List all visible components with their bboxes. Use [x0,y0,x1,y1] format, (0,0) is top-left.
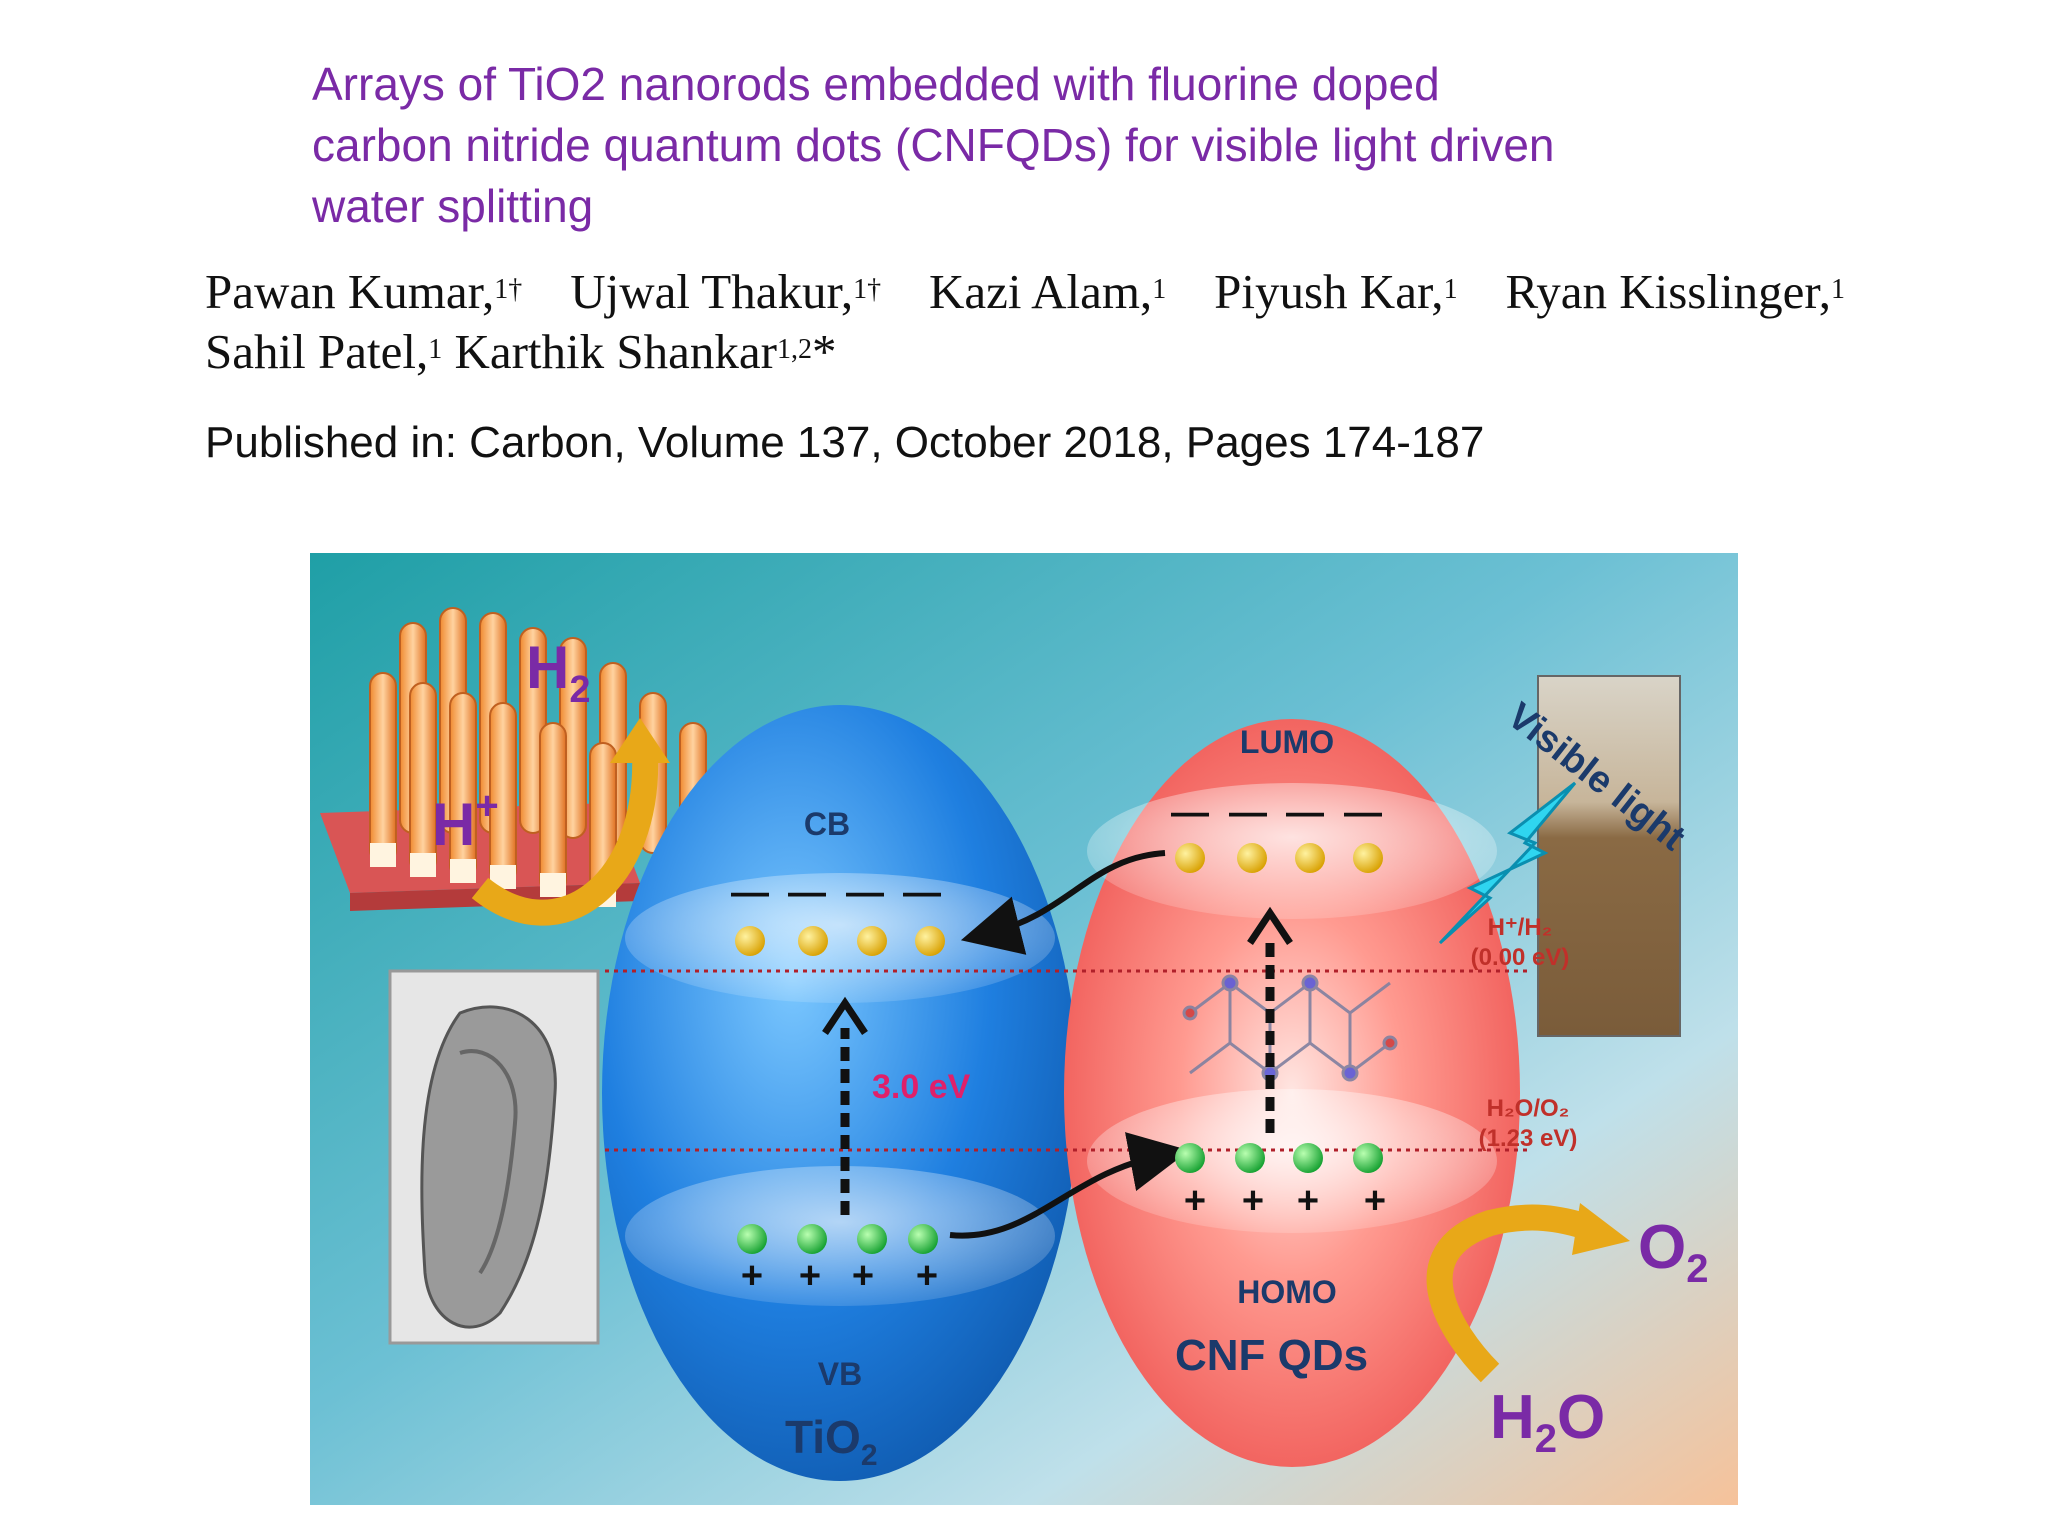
h-plus-h2-value: (0.00 eV) [1471,944,1570,971]
tio2-electrons [735,926,945,956]
h-plus-label: H+ [432,784,499,858]
cnf-homo-plus-4: + [1364,1180,1386,1222]
cnf-lumo-minus-1: — [1171,792,1209,834]
tio2-cb-minus-1: — [731,872,769,914]
electron-transfer-arrow [960,850,1166,955]
h2o-label: H2O [1490,1383,1605,1461]
cnf-lumo-minus-3: — [1286,792,1324,834]
cnf-homo-plus-2: + [1242,1180,1264,1222]
water-oxidation-arrow [1426,1204,1595,1383]
water-oxidation-arrowhead [1572,1203,1630,1255]
homo-label: HOMO [1237,1274,1337,1310]
h-plus-h2-potential: H⁺/H₂ [1488,914,1553,941]
author-5: Ryan Kisslinger,1 [1505,264,1845,319]
cnf-homo-plus-3: + [1297,1180,1319,1222]
h2o-o2-potential: H₂O/O₂ [1487,1095,1570,1122]
tio2-cb-minus-3: — [846,872,884,914]
cnf-lumo-minus-4: — [1344,792,1382,834]
tio2-cb-minus-2: — [788,872,826,914]
author-2: Ujwal Thakur,1† [570,264,882,319]
author-4: Piyush Kar,1 [1214,264,1458,319]
author-list: Pawan Kumar,1† Ujwal Thakur,1† Kazi Alam… [205,262,1845,382]
h-plus-arrowhead [610,718,670,763]
author-7: Karthik Shankar1,2* [454,324,837,379]
tio2-vb-plus-3: + [852,1255,874,1297]
tio2-vb-plus-4: + [916,1255,938,1297]
author-1: Pawan Kumar,1† [205,264,523,319]
author-3: Kazi Alam,1 [929,264,1167,319]
h-plus-reduction-arrow [471,752,659,926]
h2-product-label: H2 [526,634,590,711]
publication-info: Published in: Carbon, Volume 137, Octobe… [205,418,1485,467]
excitation-arrow-cnf [1247,906,1293,1133]
paper-title: Arrays of TiO2 nanorods embedded with fl… [312,54,1812,237]
cnf-qds-label: CNF QDs [1175,1331,1368,1380]
tio2-label: TiO2 [785,1411,878,1472]
tio2-holes [737,1224,938,1254]
lightning-bolt-icon [1438,781,1577,945]
sample-photo [1537,675,1681,1037]
excitation-arrow-tio2 [822,996,868,1215]
tem-image [388,969,600,1345]
vb-label: VB [818,1356,862,1392]
hole-transfer-arrow [949,1132,1190,1239]
o2-product-label: O2 [1638,1213,1708,1291]
tio2-cb-minus-4: — [903,872,941,914]
title-line-1: Arrays of TiO2 nanorods embedded with fl… [312,58,1440,110]
cnf-sphere [1064,719,1520,1467]
molecule [1182,974,1398,1082]
cb-label: CB [804,806,850,842]
tio2-vb-plus-2: + [799,1255,821,1297]
band-gap-label: 3.0 eV [872,1068,971,1106]
title-line-3: water splitting [312,180,594,232]
graphical-abstract: — — — — — — — — + + + + + + + + H2 H+ CB… [310,553,1738,1505]
cnf-homo-plus-1: + [1184,1180,1206,1222]
cnf-holes [1175,1143,1383,1173]
h2o-o2-value: (1.23 eV) [1479,1125,1578,1152]
tio2-vb-plus-1: + [741,1255,763,1297]
author-6: Sahil Patel,1 [205,324,443,379]
cnf-lumo-minus-2: — [1229,792,1267,834]
lumo-label: LUMO [1240,724,1334,760]
title-line-2: carbon nitride quantum dots (CNFQDs) for… [312,119,1555,171]
band-diagram: — — — — — — — — + + + + + + + + H2 H+ CB… [310,553,1738,1505]
cnf-electrons [1175,843,1383,873]
